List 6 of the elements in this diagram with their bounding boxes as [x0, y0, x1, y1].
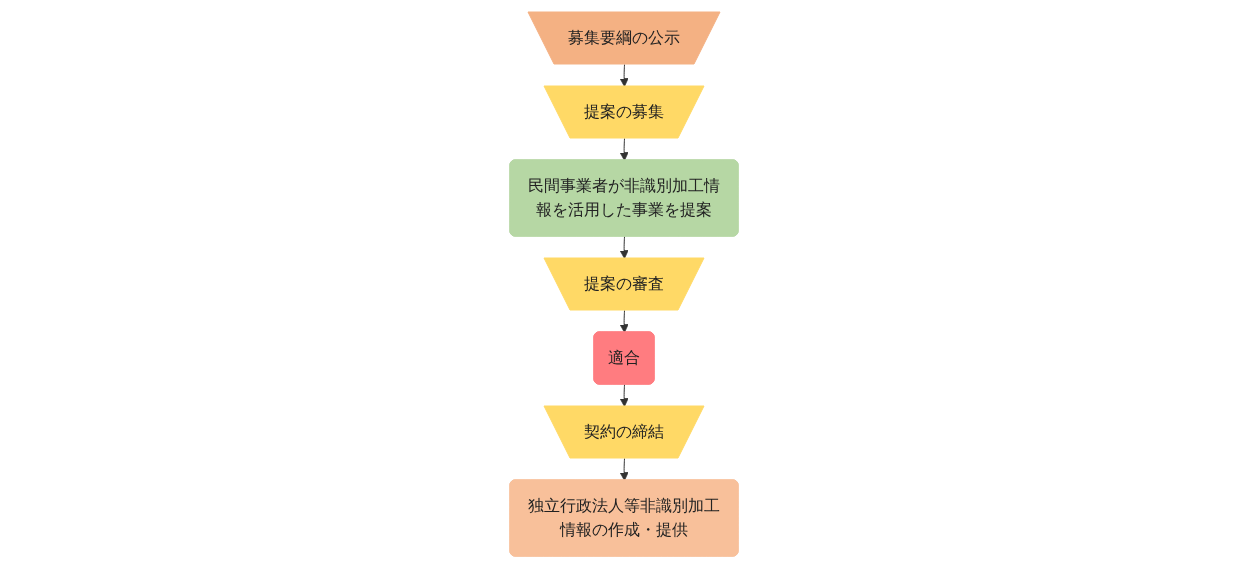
arrow — [619, 309, 629, 333]
arrow — [619, 137, 629, 161]
arrow — [619, 63, 629, 87]
arrow — [619, 457, 629, 481]
arrow — [619, 235, 629, 259]
arrow — [619, 383, 629, 407]
